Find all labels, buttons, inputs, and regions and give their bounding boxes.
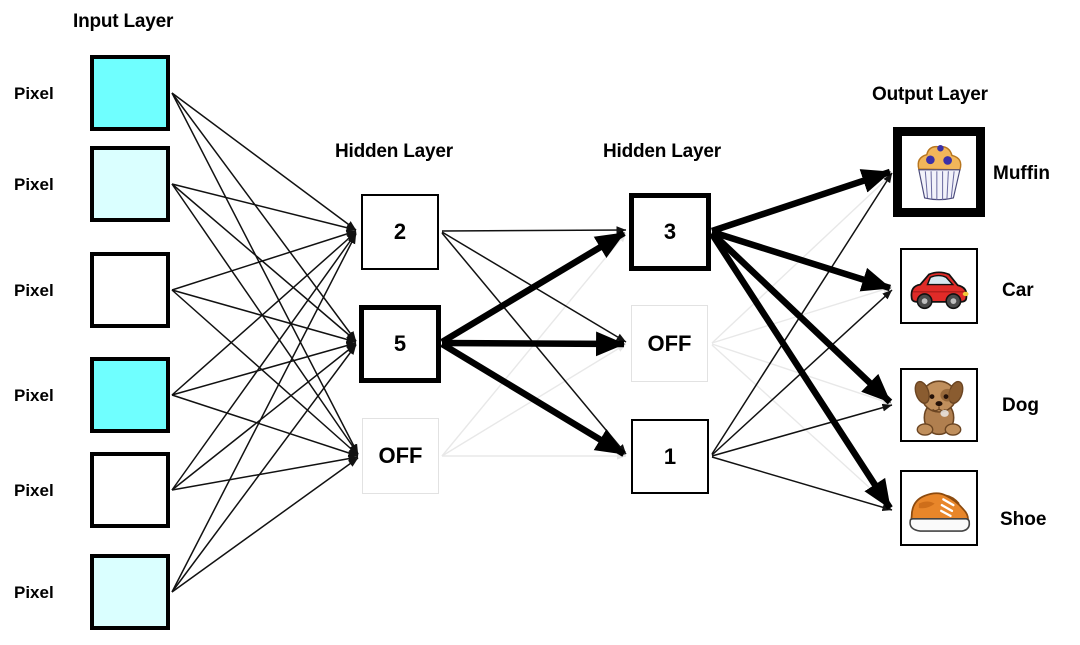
output-layer-title: Output Layer — [872, 84, 988, 105]
input-node-3[interactable] — [90, 252, 170, 328]
pixel-label-4: Pixel — [14, 386, 54, 405]
shoe-icon — [903, 472, 975, 544]
dog-icon — [904, 370, 974, 440]
output-label-shoe: Shoe — [1000, 509, 1047, 530]
input-node-2[interactable] — [90, 146, 170, 222]
hidden-layer-1-title: Hidden Layer — [335, 141, 453, 162]
output-label-dog: Dog — [1002, 395, 1039, 416]
output-node-muffin[interactable] — [893, 127, 985, 217]
output-label-muffin: Muffin — [993, 163, 1050, 184]
pixel-label-1: Pixel — [14, 84, 54, 103]
pixel-label-2: Pixel — [14, 175, 54, 194]
output-node-dog[interactable] — [900, 368, 978, 442]
car-icon — [903, 250, 975, 322]
output-node-car[interactable] — [900, 248, 978, 324]
input-layer-title: Input Layer — [73, 11, 174, 32]
pixel-label-6: Pixel — [14, 583, 54, 602]
input-node-1[interactable] — [90, 55, 170, 131]
input-node-4[interactable] — [90, 357, 170, 433]
input-node-6[interactable] — [90, 554, 170, 630]
pixel-label-3: Pixel — [14, 281, 54, 300]
hidden1-node-3[interactable]: OFF — [362, 418, 439, 494]
hidden2-node-3[interactable]: 1 — [631, 419, 709, 494]
hidden2-node-1[interactable]: 3 — [629, 193, 711, 271]
pixel-label-5: Pixel — [14, 481, 54, 500]
hidden-layer-2-title: Hidden Layer — [603, 141, 721, 162]
input-node-5[interactable] — [90, 452, 170, 528]
hidden1-node-1[interactable]: 2 — [361, 194, 439, 270]
hidden2-node-2[interactable]: OFF — [631, 305, 708, 382]
output-node-shoe[interactable] — [900, 470, 978, 546]
muffin-icon — [903, 136, 975, 208]
hidden1-node-2[interactable]: 5 — [359, 305, 441, 383]
output-label-car: Car — [1002, 280, 1034, 301]
